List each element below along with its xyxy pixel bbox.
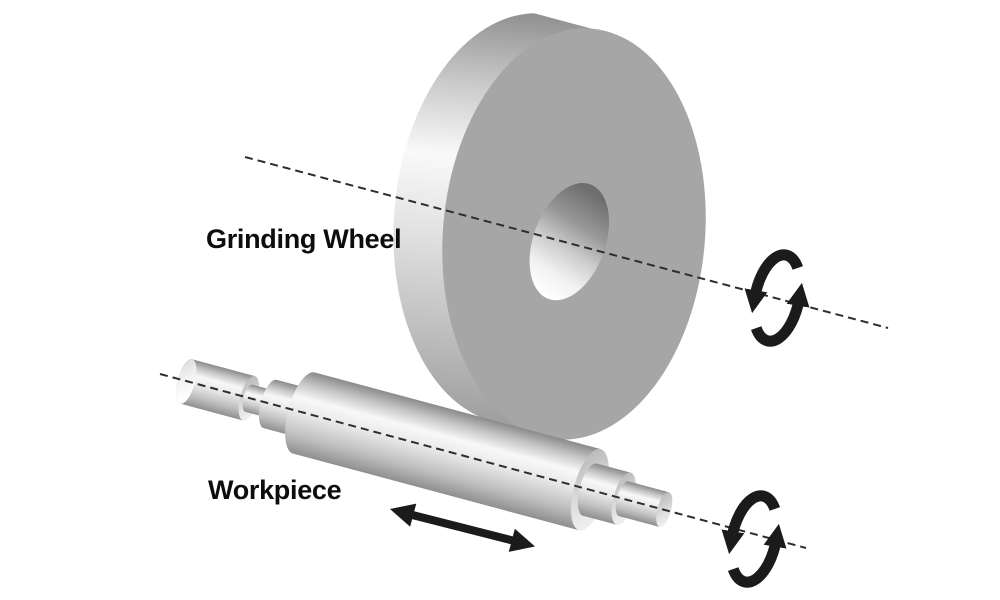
wheel-rotation-icon xyxy=(744,249,810,347)
workpiece-rotation-icon xyxy=(721,490,787,588)
grinding-wheel-label: Grinding Wheel xyxy=(206,224,402,254)
grinding-wheel-graphic xyxy=(393,13,706,440)
traverse-double-arrow-icon xyxy=(390,503,535,552)
workpiece-axis-dashed-line xyxy=(159,373,807,549)
wheel-bore xyxy=(529,182,610,301)
wheel-axis-dashed-line xyxy=(244,156,889,329)
workpiece-label: Workpiece xyxy=(208,475,342,505)
workpiece-main-body xyxy=(285,372,601,531)
